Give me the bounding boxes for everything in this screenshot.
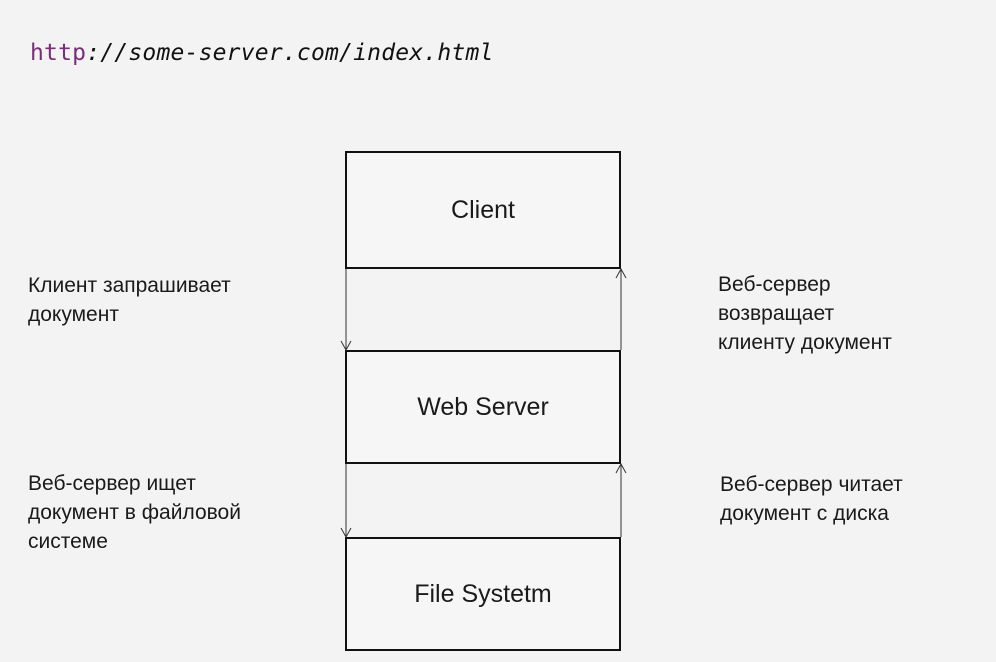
web-server-box-label: Web Server bbox=[417, 392, 549, 421]
server-reads-label: Веб-сервер читает документ с диска bbox=[720, 470, 980, 528]
url-text: http://some-server.com/index.html bbox=[30, 40, 494, 66]
file-system-box: File Systetm bbox=[345, 537, 621, 651]
server-searches-line: системе bbox=[28, 530, 108, 553]
web-server-box: Web Server bbox=[345, 350, 621, 464]
client-box-label: Client bbox=[451, 195, 515, 224]
arrow-response-up bbox=[615, 267, 627, 350]
arrow-search-down bbox=[340, 464, 352, 539]
server-returns-line: клиенту документ bbox=[718, 331, 892, 354]
server-searches-line: документ в файловой bbox=[28, 501, 241, 524]
client-request-label: Клиент запрашивает документ bbox=[28, 271, 298, 329]
client-request-line: документ bbox=[28, 303, 119, 326]
client-box: Client bbox=[345, 151, 621, 269]
arrow-request-down bbox=[340, 269, 352, 352]
url-rest: ://some-server.com/index.html bbox=[86, 40, 494, 66]
server-reads-line: Веб-сервер читает bbox=[720, 473, 903, 496]
file-system-box-label: File Systetm bbox=[414, 579, 552, 608]
client-request-line: Клиент запрашивает bbox=[28, 274, 231, 297]
server-reads-line: документ с диска bbox=[720, 502, 889, 525]
server-returns-line: возвращает bbox=[718, 302, 835, 325]
url-scheme: http bbox=[30, 40, 87, 66]
arrow-read-up bbox=[615, 462, 627, 537]
server-returns-line: Веб-сервер bbox=[718, 273, 831, 296]
server-searches-label: Веб-сервер ищет документ в файловой сист… bbox=[28, 469, 308, 556]
server-returns-label: Веб-сервер возвращает клиенту документ bbox=[718, 270, 978, 357]
server-searches-line: Веб-сервер ищет bbox=[28, 472, 196, 495]
